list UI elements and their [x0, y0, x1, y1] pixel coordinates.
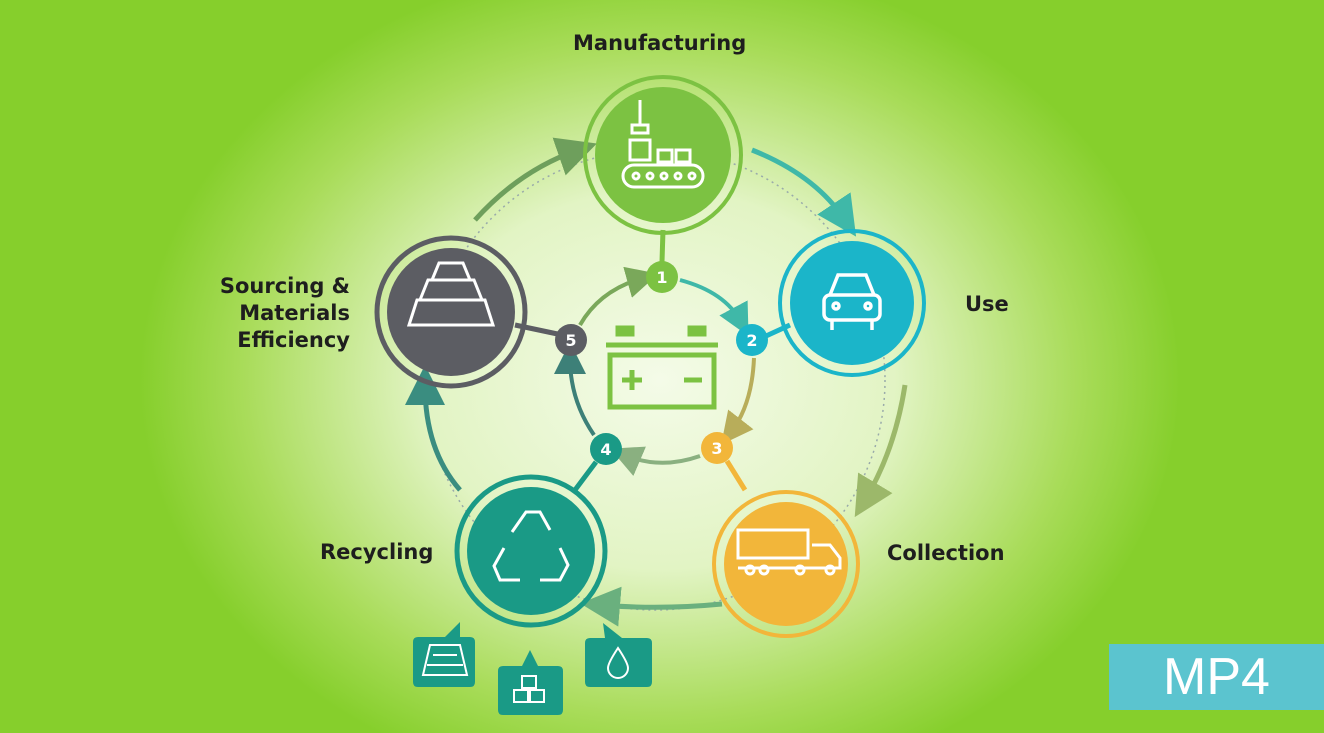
label-sourcing: Sourcing & Materials Efficiency	[200, 273, 350, 354]
arrow-sourcing-to-manufacturing	[473, 137, 597, 222]
dotted-guide-ring	[424, 149, 886, 611]
arrow-recycling-to-sourcing	[405, 365, 462, 492]
step-number-2: 2	[746, 331, 757, 350]
step-number-1: 1	[656, 268, 667, 287]
arrow-use-to-collection	[854, 384, 908, 518]
arrow-manufacturing-to-use	[751, 147, 857, 237]
outer-cycle-arrows	[405, 137, 908, 627]
node-recycling	[454, 474, 608, 628]
arrow-collection-to-recycling	[580, 586, 723, 627]
cubes-icon	[498, 650, 563, 715]
label-sourcing-line-2: Materials	[239, 301, 350, 325]
gold-bars-icon	[406, 261, 496, 327]
inner-cycle-arrows	[554, 266, 756, 477]
label-sourcing-line-3: Efficiency	[237, 328, 350, 352]
step-number-3: 3	[711, 439, 722, 458]
node-manufacturing	[583, 75, 743, 235]
water-drop-icon	[585, 623, 652, 687]
recycle-icon	[492, 510, 570, 582]
label-sourcing-line-1: Sourcing &	[219, 274, 350, 298]
battery-icon	[606, 325, 718, 410]
node-collection	[712, 490, 860, 638]
label-recycling: Recycling	[320, 540, 434, 564]
step-number-5: 5	[565, 331, 576, 350]
step-number-4: 4	[600, 440, 611, 459]
factory-conveyor-icon	[621, 100, 705, 189]
car-icon	[822, 273, 882, 330]
label-collection: Collection	[887, 541, 1005, 565]
label-manufacturing: Manufacturing	[573, 31, 747, 55]
truck-icon	[736, 528, 842, 576]
mp4-badge: MP4	[1109, 644, 1324, 710]
label-use: Use	[965, 292, 1009, 316]
node-use	[778, 229, 926, 377]
node-sourcing	[374, 235, 528, 389]
